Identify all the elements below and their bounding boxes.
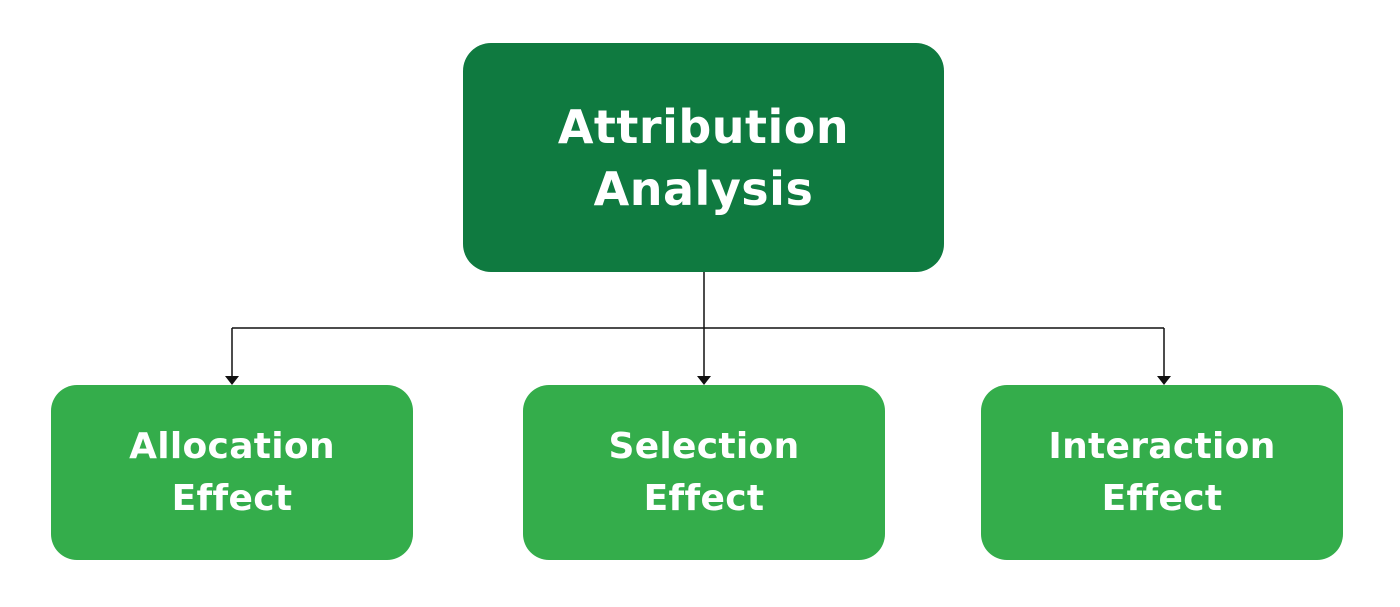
arrowhead-allocation <box>225 376 239 385</box>
child-node-line2: Effect <box>171 477 293 519</box>
root-node-line1: Attribution <box>557 99 850 154</box>
arrowhead-interaction <box>1157 376 1171 385</box>
child-node-selection-effect: Selection Effect <box>523 385 885 560</box>
child-node-allocation-effect: Allocation Effect <box>51 385 413 560</box>
child-node-line1: Selection <box>608 425 800 467</box>
arrowhead-selection <box>697 376 711 385</box>
root-node-line2: Analysis <box>593 161 814 216</box>
child-node-line2: Effect <box>643 477 765 519</box>
child-node-line2: Effect <box>1101 477 1223 519</box>
root-node-attribution-analysis: Attribution Analysis <box>463 43 944 272</box>
child-node-line1: Allocation <box>129 425 335 467</box>
child-node-interaction-effect: Interaction Effect <box>981 385 1343 560</box>
child-node-line1: Interaction <box>1048 425 1276 467</box>
